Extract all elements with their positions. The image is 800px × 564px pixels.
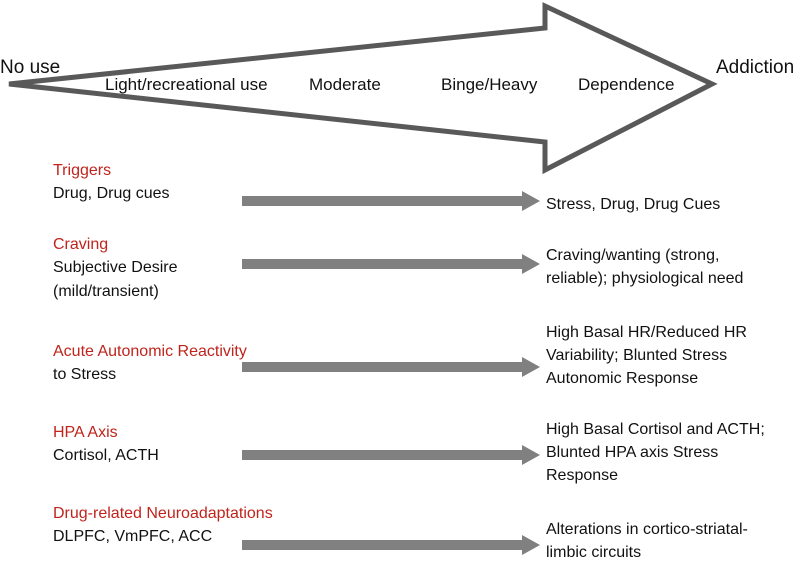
- row-triggers-title: Triggers: [53, 162, 112, 179]
- row-craving-right: Craving/wanting (strong, reliable); phys…: [546, 247, 744, 287]
- row-triggers-left: Triggers Drug, Drug cues: [53, 160, 333, 206]
- stage-light-recreational: Light/recreational use: [105, 75, 268, 94]
- row-autonomic-left: Acute Autonomic Reactivity to Stress: [53, 341, 333, 387]
- row-triggers-right: Stress, Drug, Drug Cues: [546, 196, 721, 213]
- stage-dependence: Dependence: [578, 75, 675, 94]
- row-autonomic-desc: to Stress: [53, 366, 117, 383]
- progression-arrow-shape: [8, 2, 718, 175]
- row-neuro-left: Drug-related Neuroadaptations DLPFC, VmP…: [53, 503, 333, 549]
- row-autonomic-title: Acute Autonomic Reactivity: [53, 343, 247, 360]
- row-hpa-title: HPA Axis: [53, 424, 118, 441]
- row-hpa-desc: Cortisol, ACTH: [53, 447, 159, 464]
- row-triggers-desc: Drug, Drug cues: [53, 185, 170, 202]
- stage-binge-heavy: Binge/Heavy: [441, 75, 538, 94]
- row-neuro-right: Alterations in cortico-striatal- limbic …: [546, 521, 748, 561]
- row-craving-desc: Subjective Desire (mild/transient): [53, 259, 178, 300]
- row-craving-arrow: [242, 254, 540, 274]
- row-hpa-right: High Basal Cortisol and ACTH; Blunted HP…: [546, 421, 765, 484]
- row-hpa-arrow: [242, 445, 540, 465]
- row-neuro-desc: DLPFC, VmPFC, ACC: [53, 528, 213, 545]
- row-hpa-left: HPA Axis Cortisol, ACTH: [53, 422, 333, 468]
- row-autonomic-right: High Basal HR/Reduced HR Variability; Bl…: [546, 324, 747, 387]
- progression-start-label: No use: [0, 57, 61, 78]
- row-neuro-arrow: [242, 535, 540, 555]
- row-triggers-arrow: [242, 191, 540, 211]
- stage-moderate: Moderate: [309, 75, 381, 94]
- row-craving-left: Craving Subjective Desire (mild/transien…: [53, 234, 333, 304]
- progression-end-label: Addiction: [716, 57, 795, 78]
- progression-arrow: [8, 2, 718, 175]
- row-craving-title: Craving: [53, 236, 109, 253]
- row-neuro-title: Drug-related Neuroadaptations: [53, 505, 273, 522]
- row-autonomic-arrow: [242, 357, 540, 377]
